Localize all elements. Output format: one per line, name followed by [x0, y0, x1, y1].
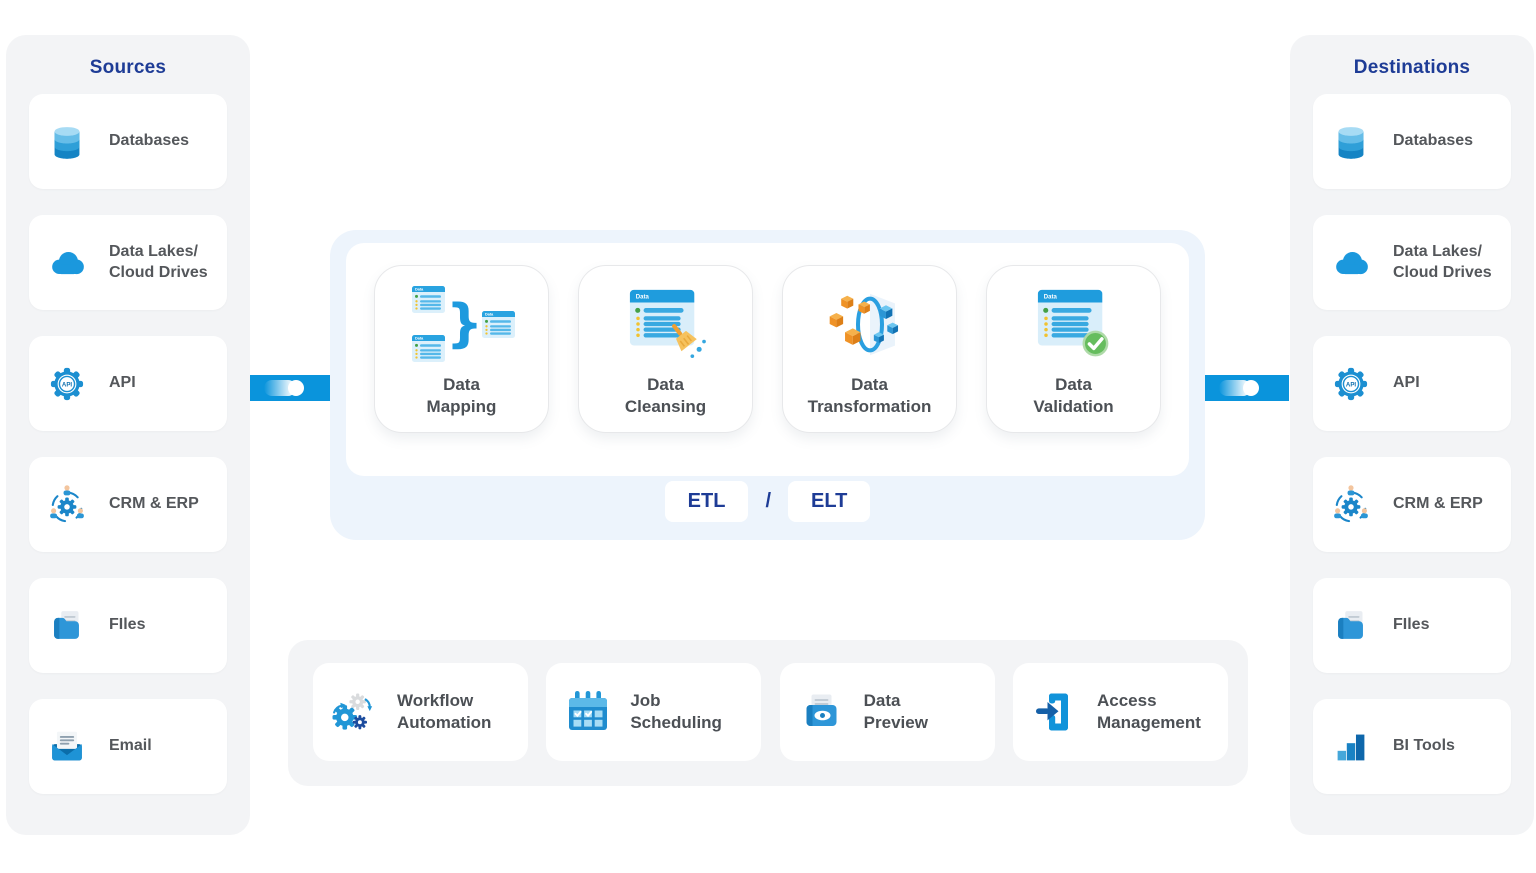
- api-label: API: [62, 381, 72, 388]
- flow-connector-right: [1205, 375, 1289, 401]
- sources-panel: Sources Databases Data Lakes/: [6, 35, 250, 835]
- feature-label: Job Scheduling: [630, 690, 722, 732]
- email-icon: [52, 731, 82, 760]
- source-item-files: FIles: [29, 578, 227, 673]
- destination-item-bi-tools: BI Tools: [1313, 699, 1511, 794]
- item-label: BI Tools: [1393, 737, 1455, 755]
- source-item-email: Email: [29, 699, 227, 794]
- folder-files-icon: [1338, 610, 1363, 639]
- item-label: Email: [109, 737, 152, 755]
- destination-item-databases: Databases: [1313, 94, 1511, 189]
- destinations-title: Destinations: [1353, 57, 1471, 78]
- item-label: API: [109, 374, 136, 392]
- feature-label: Data Preview: [863, 690, 928, 732]
- feature-workflow-automation: Workflow Automation: [313, 663, 528, 761]
- feature-label: Access Management: [1096, 690, 1201, 732]
- svg-text:Data: Data: [485, 313, 494, 317]
- svg-text:Data: Data: [635, 294, 649, 300]
- data-mapping-icon: Data Data }: [411, 286, 515, 362]
- api-gear-icon: API: [50, 367, 84, 400]
- item-label: FIles: [109, 616, 146, 634]
- source-item-data-lakes: Data Lakes/ Cloud Drives: [29, 215, 227, 310]
- destination-item-files: FIles: [1313, 578, 1511, 673]
- data-transformation-icon: [829, 293, 898, 355]
- cloud-icon: [1336, 251, 1368, 274]
- destinations-items: Databases Data Lakes/ Cloud Drives: [1290, 79, 1534, 794]
- destinations-panel: Destinations Databases Data La: [1290, 35, 1534, 835]
- data-cleansing-icon: Data: [629, 289, 706, 359]
- crm-erp-icon: [50, 484, 84, 522]
- flow-dot: [288, 380, 304, 396]
- database-icon: [54, 126, 80, 159]
- stage-data-cleansing: Data Data: [578, 265, 753, 433]
- elt-badge: ELT: [788, 481, 871, 522]
- stage-label: Data Validation: [1033, 375, 1114, 417]
- stage-data-validation: Data Data Validation: [986, 265, 1161, 433]
- item-label: Databases: [109, 132, 190, 150]
- svg-text:Data: Data: [415, 288, 424, 292]
- features-panel: Workflow Automation Job Scheduling: [288, 640, 1248, 786]
- stage-data-transformation: Data Transformation: [782, 265, 957, 433]
- etl-badge: ETL: [664, 481, 749, 522]
- crm-erp-icon: [1334, 484, 1368, 522]
- bi-tools-icon: [1337, 734, 1365, 760]
- pipeline-panel: Data Data }: [330, 230, 1205, 540]
- item-label: API: [1393, 374, 1420, 392]
- stage-data-mapping: Data Data }: [374, 265, 549, 433]
- stage-label: Data Transformation: [807, 375, 932, 417]
- sources-title: Sources: [89, 57, 167, 78]
- svg-text:Data: Data: [415, 337, 424, 341]
- item-label: Data Lakes/ Cloud Drives: [109, 242, 208, 281]
- api-gear-icon: API: [1334, 367, 1368, 400]
- item-label: Data Lakes/ Cloud Drives: [1393, 242, 1492, 281]
- item-label: FIles: [1393, 616, 1430, 634]
- feature-access-management: Access Management: [1012, 663, 1228, 761]
- data-validation-icon: Data: [1037, 289, 1108, 357]
- cloud-icon: [52, 251, 84, 274]
- feature-label: Workflow Automation: [397, 690, 492, 732]
- item-label: Databases: [1393, 132, 1474, 150]
- pipeline-stages: Data Data }: [346, 243, 1189, 476]
- feature-data-preview: Data Preview: [779, 663, 995, 761]
- access-management-icon: [1035, 693, 1068, 731]
- source-item-databases: Databases: [29, 94, 227, 189]
- workflow-automation-icon: [332, 693, 373, 730]
- destination-item-api: API API: [1313, 336, 1511, 431]
- item-label: CRM & ERP: [1393, 495, 1483, 513]
- database-icon: [1338, 126, 1364, 159]
- job-scheduling-icon: [569, 691, 608, 730]
- sources-items: Databases Data Lakes/ Cloud Drives: [6, 79, 250, 794]
- destination-item-crm-erp: CRM & ERP: [1313, 457, 1511, 552]
- etl-elt-separator: /: [765, 490, 772, 512]
- item-label: CRM & ERP: [109, 495, 199, 513]
- stage-label: Data Mapping: [426, 375, 497, 417]
- flow-connector-left: [250, 375, 330, 401]
- flow-dot: [1243, 380, 1259, 396]
- data-preview-icon: [806, 694, 837, 726]
- folder-files-icon: [54, 610, 79, 639]
- merge-brace: }: [446, 294, 483, 354]
- feature-job-scheduling: Job Scheduling: [546, 663, 762, 761]
- destination-item-data-lakes: Data Lakes/ Cloud Drives: [1313, 215, 1511, 310]
- stage-label: Data Cleansing: [624, 375, 707, 417]
- etl-elt-row: ETL / ELT: [330, 481, 1205, 522]
- api-label: API: [1346, 381, 1356, 388]
- source-item-crm-erp: CRM & ERP: [29, 457, 227, 552]
- svg-text:Data: Data: [1043, 294, 1057, 300]
- source-item-api: API API: [29, 336, 227, 431]
